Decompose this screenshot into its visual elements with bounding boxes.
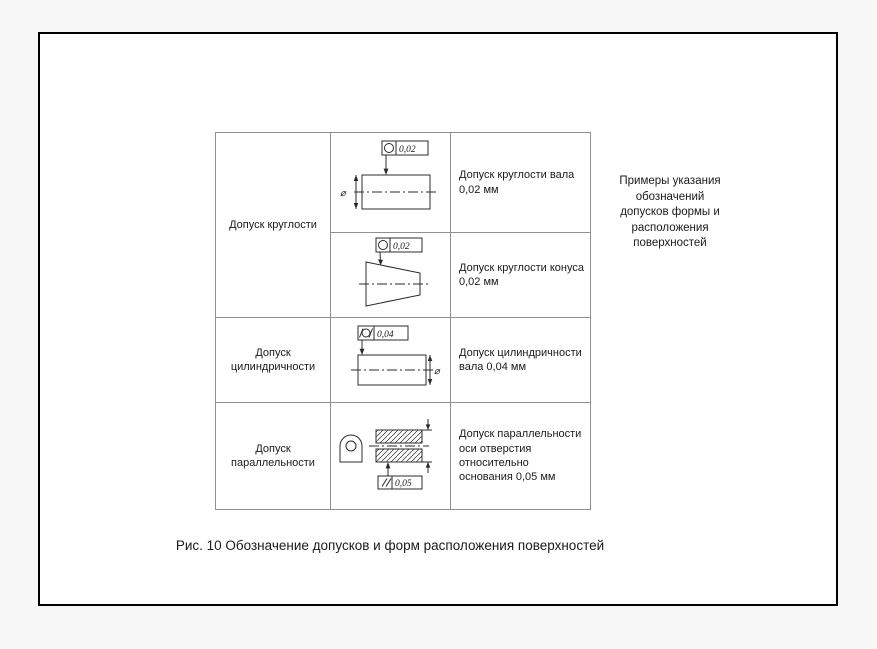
tolerance-table: Допуск круглости xyxy=(215,132,591,510)
drawing-cell-cylindricity: 0,04 ⌀ xyxy=(330,317,451,403)
figure-caption: Рис. 10 Обозначение допусков и форм расп… xyxy=(175,538,605,553)
drawing-cell-cone-roundness: 0,02 xyxy=(330,232,451,318)
roundness-symbol-icon xyxy=(383,142,394,153)
drawing-cell-parallelism: 0,05 xyxy=(330,402,451,510)
diameter-symbol: ⌀ xyxy=(434,367,441,377)
side-note: Примеры указания обозначений допусков фо… xyxy=(619,175,721,250)
description-shaft-roundness: Допуск круглости вала 0,02 мм xyxy=(450,132,591,233)
roundness-symbol-icon xyxy=(377,239,388,250)
parallelism-drawing: 0,05 xyxy=(339,419,432,490)
drawing-cell-shaft-roundness: 0,02 ⌀ xyxy=(330,132,451,233)
tolerance-value-label: 0,04 xyxy=(377,330,394,340)
description-cylindricity: Допуск цилиндричности вала 0,04 мм xyxy=(450,317,591,403)
shaft-roundness-drawing: 0,02 ⌀ xyxy=(340,140,438,209)
cylindricity-symbol-icon xyxy=(358,327,373,338)
diameter-symbol: ⌀ xyxy=(340,189,347,199)
tolerance-name-parallelism: Допуск параллельности xyxy=(215,402,331,510)
tolerance-value-label: 0,05 xyxy=(395,479,412,489)
tolerance-name-roundness: Допуск круглости xyxy=(215,132,331,318)
description-cone-roundness: Допуск круглости конуса 0,02 мм xyxy=(450,232,591,318)
parallelism-symbol-icon xyxy=(381,478,391,487)
tolerance-value-label: 0,02 xyxy=(399,145,416,155)
tolerance-value-label: 0,02 xyxy=(393,242,410,252)
description-parallelism: Допуск параллельности оси отверстия отно… xyxy=(450,402,591,510)
cylindricity-drawing: 0,04 ⌀ xyxy=(350,325,441,385)
document-page: Допуск круглости xyxy=(38,32,838,606)
tolerance-name-cylindricity: Допуск цилиндричности xyxy=(215,317,331,403)
cone-roundness-drawing: 0,02 xyxy=(358,237,428,307)
